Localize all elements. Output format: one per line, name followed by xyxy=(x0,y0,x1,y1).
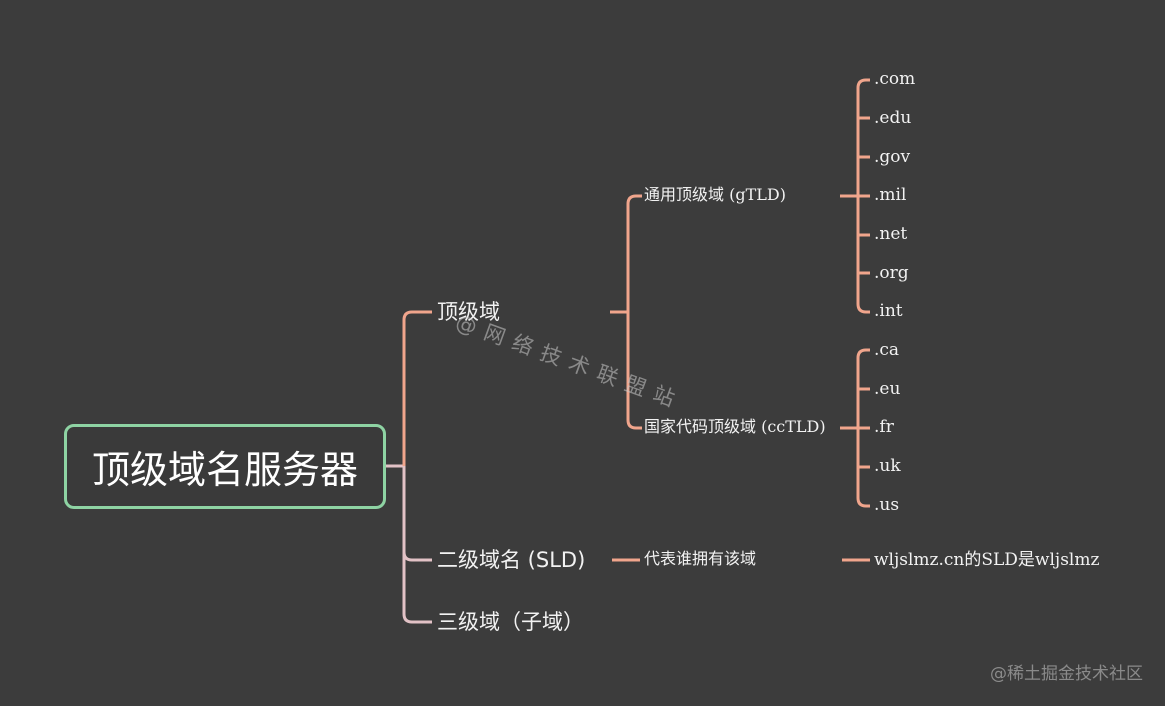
leaf-cctld: .eu xyxy=(874,379,901,399)
edge-tld-to-cctld xyxy=(626,312,642,430)
node-third-level-domain: 三级域（子域） xyxy=(437,610,584,634)
edge-root-to-sld xyxy=(402,466,432,562)
leaf-gtld: .net xyxy=(874,224,908,244)
leaf-cctld: .fr xyxy=(874,417,894,437)
leaf-gtld: .edu xyxy=(874,108,912,128)
leaf-gtld: .gov xyxy=(874,147,911,167)
edge-cctld-ticks xyxy=(858,348,870,508)
leaf-cctld: .us xyxy=(874,495,900,515)
leaf-gtld: .int xyxy=(874,301,903,321)
credit-text: @稀土掘金技术社区 xyxy=(990,664,1143,684)
node-top-level-domain: 顶级域 xyxy=(437,300,500,324)
node-gtld: 通用顶级域 (gTLD) xyxy=(644,185,786,204)
edge-tld-to-gtld xyxy=(626,194,642,312)
node-cctld: 国家代码顶级域 (ccTLD) xyxy=(644,417,826,436)
root-node: 顶级域名服务器 xyxy=(64,424,386,509)
edge-root-to-tld xyxy=(402,310,432,466)
node-second-level-domain: 二级域名 (SLD) xyxy=(437,548,586,572)
leaf-gtld: .com xyxy=(874,69,916,89)
leaf-cctld: .ca xyxy=(874,340,900,360)
edge-root-to-third xyxy=(402,552,432,624)
leaf-sld-example: wljslmz.cn的SLD是wljslmz xyxy=(874,550,1100,570)
leaf-cctld: .uk xyxy=(874,456,901,476)
edge-gtld-ticks xyxy=(858,78,870,314)
node-sld-note: 代表谁拥有该域 xyxy=(644,549,757,568)
leaf-gtld: .org xyxy=(874,263,909,283)
leaf-gtld: .mil xyxy=(874,185,907,205)
